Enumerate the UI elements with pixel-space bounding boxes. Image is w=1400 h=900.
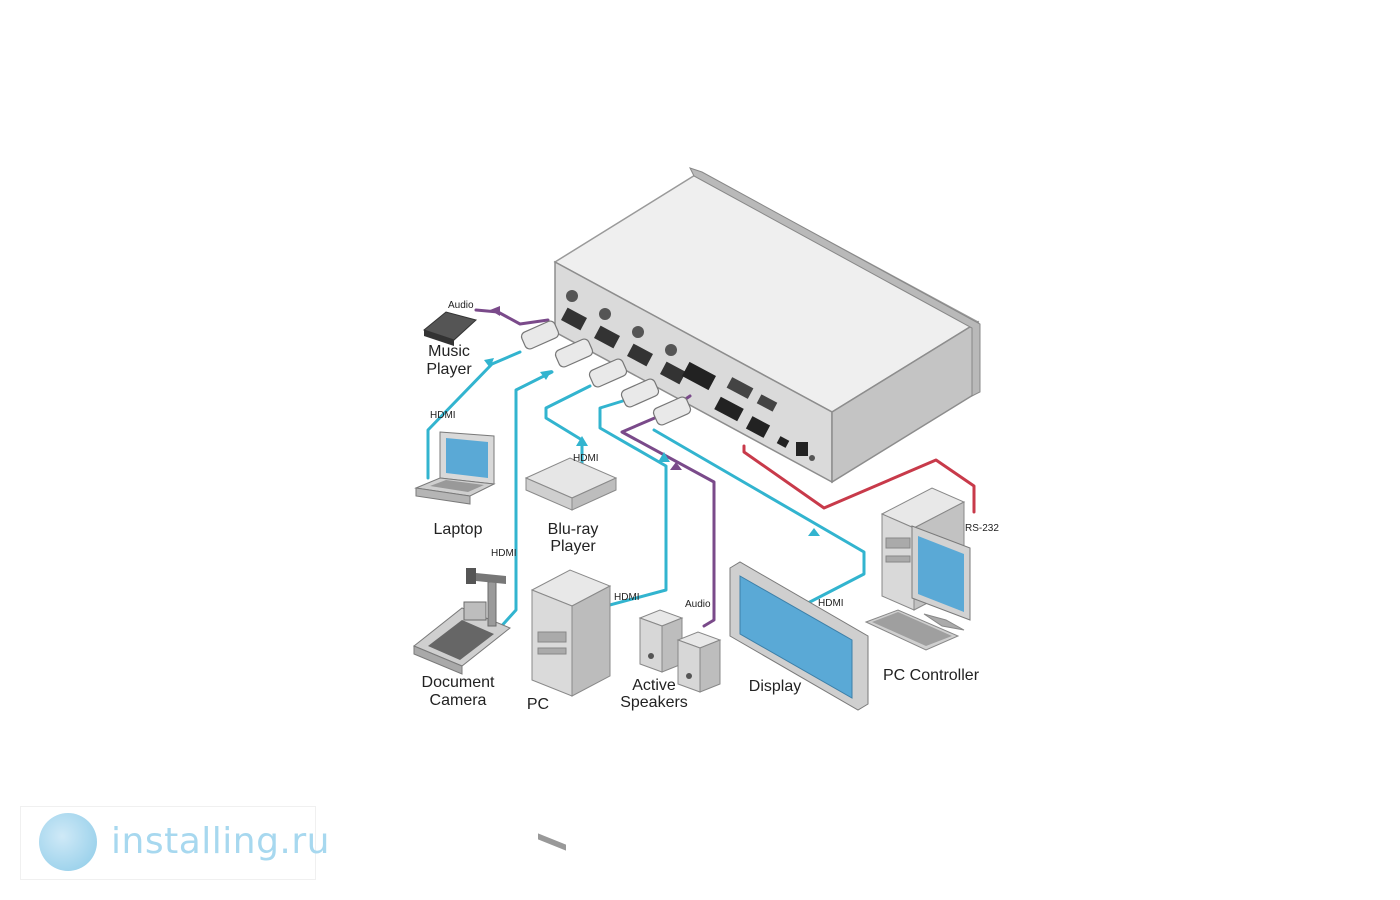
label-bluray-2: Player	[550, 538, 596, 555]
switcher-unit	[553, 167, 981, 484]
laptop-device	[414, 431, 496, 505]
music-player-device	[422, 311, 478, 346]
cable-hdmi-bluray	[544, 384, 592, 467]
pc-controller-device	[864, 487, 971, 651]
label-speakers-2: Speakers	[620, 694, 688, 711]
cable-audio-music	[474, 308, 550, 326]
bluray-device	[524, 457, 618, 511]
cable-hdmi-doccam	[496, 370, 554, 632]
label-bluray-1: Blu-ray	[548, 521, 599, 538]
cable-label-audio-speakers: Audio	[685, 599, 711, 610]
cable-hdmi-display	[652, 428, 866, 606]
label-pc: PC	[527, 696, 549, 713]
label-pc-controller: PC Controller	[883, 667, 980, 684]
cable-arrows	[484, 358, 820, 536]
label-music-player-2: Player	[426, 361, 472, 378]
watermark: installing.ru	[20, 806, 329, 880]
cable-label-hdmi-bluray: HDMI	[573, 453, 599, 464]
label-speakers-1: Active	[632, 677, 676, 694]
document-camera-device	[413, 568, 511, 675]
cable-label-hdmi-doccam: HDMI	[491, 548, 517, 559]
cable-label-hdmi-laptop: HDMI	[430, 410, 456, 421]
cable-rs232	[742, 444, 976, 514]
display-device	[729, 561, 869, 711]
audio-arrow	[670, 462, 682, 470]
cable-label-audio-top: Audio	[448, 300, 474, 311]
label-laptop: Laptop	[434, 521, 483, 538]
label-document-camera-2: Camera	[430, 692, 487, 709]
active-speakers-device	[638, 609, 722, 693]
label-display: Display	[749, 678, 801, 695]
cable-label-hdmi-pc: HDMI	[614, 592, 640, 603]
cable-hdmi-pc	[598, 398, 668, 608]
cable-label-hdmi-display: HDMI	[818, 598, 844, 609]
audio-arrow-top	[490, 306, 500, 316]
label-music-player-1: Music	[428, 343, 470, 360]
label-document-camera-1: Document	[422, 674, 495, 691]
watermark-text: installing.ru	[111, 821, 330, 862]
cable-label-rs232: RS-232	[965, 523, 999, 534]
watermark-logo-icon	[39, 813, 97, 871]
rear-panel-ports	[561, 290, 815, 461]
cable-hdmi-laptop	[426, 350, 522, 480]
cables	[426, 308, 976, 632]
pc-tower-device	[530, 569, 612, 851]
hdmi-plugs	[520, 320, 692, 426]
